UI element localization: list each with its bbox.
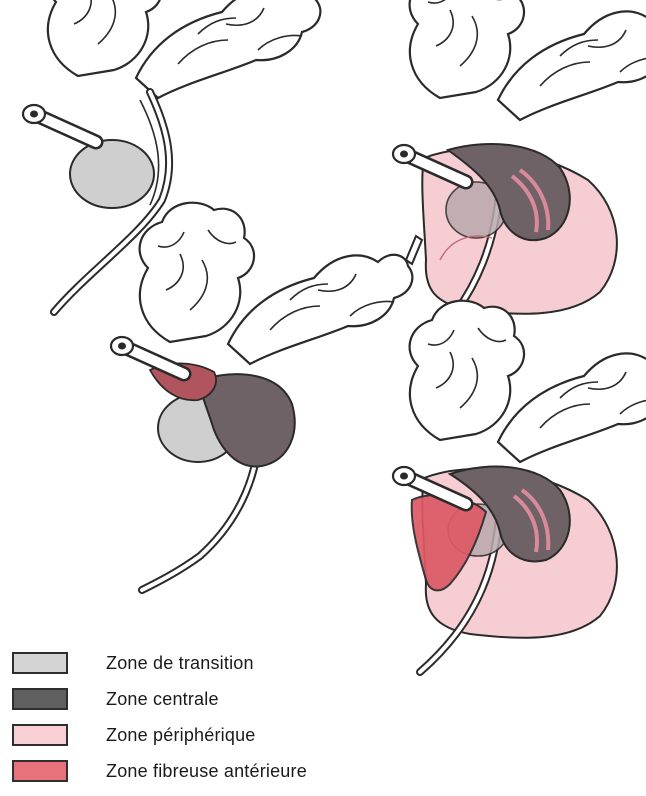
diagram-bottom-right [393,301,646,672]
swatch-peripheral-zone [12,724,68,746]
swatch-transition-zone [12,652,68,674]
legend: Zone de transition Zone centrale Zone pé… [10,652,430,796]
legend-item-central: Zone centrale [10,688,430,724]
legend-label: Zone centrale [106,689,219,710]
diagram-middle-left [111,203,422,590]
diagram-top-right [393,0,646,350]
swatch-anterior-fibrous-zone [12,760,68,782]
swatch-central-zone [12,688,68,710]
legend-label: Zone de transition [106,653,254,674]
legend-item-anterior-fibrous: Zone fibreuse antérieure [10,760,430,796]
legend-label: Zone fibreuse antérieure [106,761,307,782]
legend-item-peripheral: Zone périphérique [10,724,430,760]
legend-label: Zone périphérique [106,725,256,746]
legend-item-transition: Zone de transition [10,652,430,688]
